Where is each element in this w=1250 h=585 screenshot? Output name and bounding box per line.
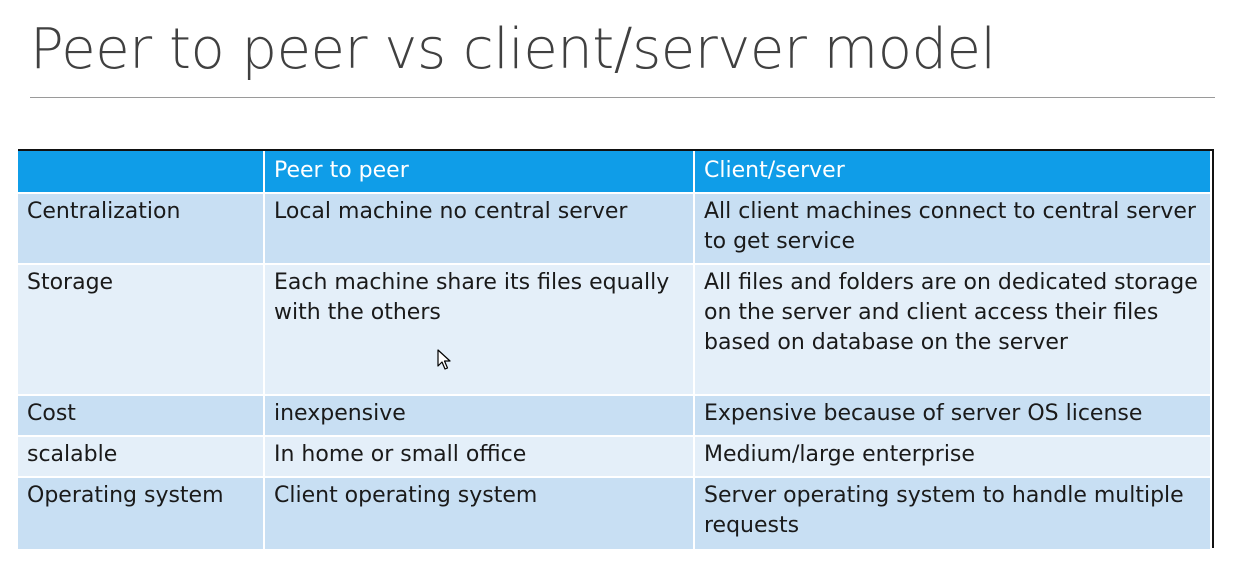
mouse-cursor-icon: [437, 349, 451, 370]
comparison-table-container: Peer to peer Client/server Centralizatio…: [18, 149, 1214, 551]
client-server-cell: Expensive because of server OS license: [694, 395, 1212, 437]
title-divider: [30, 97, 1215, 98]
peer-to-peer-cell: Local machine no central server: [264, 193, 695, 265]
client-server-cell: All files and folders are on dedicated s…: [694, 264, 1212, 396]
peer-to-peer-cell: In home or small office: [264, 436, 695, 478]
client-server-cell: All client machines connect to central s…: [694, 193, 1212, 265]
peer-to-peer-cell: inexpensive: [264, 395, 695, 437]
header-cell-empty: [18, 151, 265, 194]
table-row: scalable In home or small office Medium/…: [18, 436, 1212, 478]
table-header-row: Peer to peer Client/server: [18, 151, 1212, 194]
client-server-cell: Server operating system to handle multip…: [694, 477, 1212, 551]
client-server-cell: Medium/large enterprise: [694, 436, 1212, 478]
row-label: Cost: [18, 395, 265, 437]
row-label: Operating system: [18, 477, 265, 551]
peer-to-peer-cell: Client operating system: [264, 477, 695, 551]
row-label: Centralization: [18, 193, 265, 265]
table-row: Cost inexpensive Expensive because of se…: [18, 395, 1212, 437]
row-label: scalable: [18, 436, 265, 478]
table-row: Centralization Local machine no central …: [18, 193, 1212, 265]
header-cell-client-server: Client/server: [694, 151, 1212, 194]
comparison-table: Peer to peer Client/server Centralizatio…: [18, 151, 1212, 551]
table-row: Operating system Client operating system…: [18, 477, 1212, 551]
header-cell-peer-to-peer: Peer to peer: [264, 151, 695, 194]
slide-title: Peer to peer vs client/server model: [30, 17, 996, 82]
peer-to-peer-cell: Each machine share its files equally wit…: [264, 264, 695, 396]
table-row: Storage Each machine share its files equ…: [18, 264, 1212, 396]
row-label: Storage: [18, 264, 265, 396]
